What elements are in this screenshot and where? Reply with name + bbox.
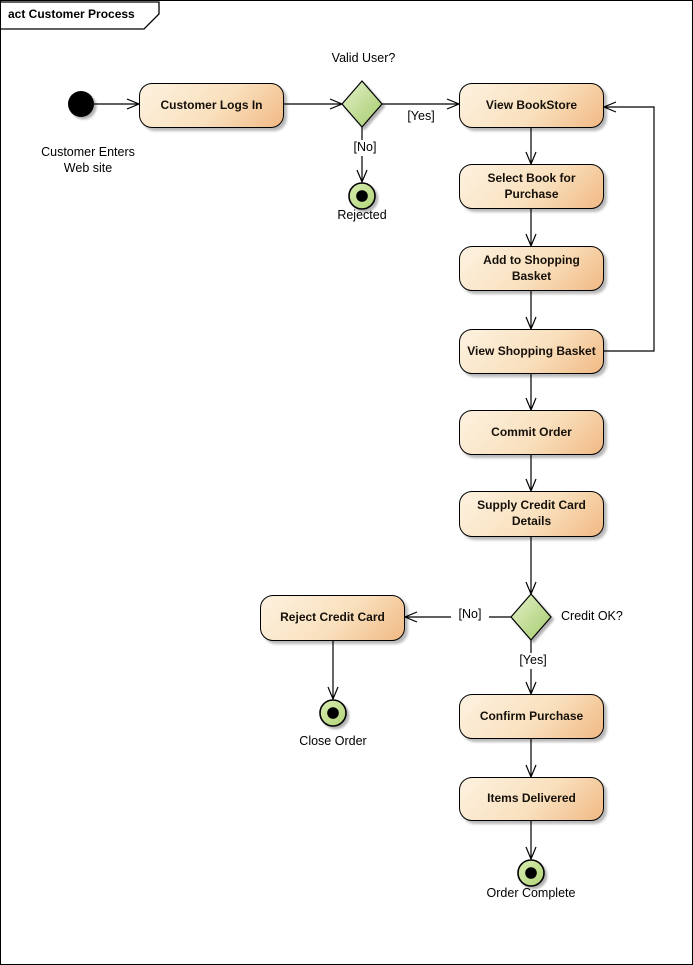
initial-node-label: Customer Enters Web site (41, 145, 135, 175)
final-node-rejected[interactable] (348, 182, 376, 210)
edge-reject-credit-to-close-order[interactable] (327, 641, 339, 701)
edge-items-delivered-to-order-complete[interactable] (525, 821, 537, 861)
edge-customer-logs-in-to-valid-user[interactable] (284, 98, 344, 110)
guard-credit-ok-no: [No] (451, 607, 489, 623)
decision-valid-user[interactable] (341, 80, 383, 128)
edge-add-basket-to-view-basket[interactable] (525, 291, 537, 331)
final-node-close-order[interactable] (319, 699, 347, 727)
edge-initial-to-customer-logs-in[interactable] (94, 98, 141, 110)
edge-supply-credit-to-credit-ok[interactable] (525, 537, 537, 596)
activity-select-book-for-purchase[interactable]: Select Book for Purchase (459, 164, 604, 209)
final-node-close-order-label: Close Order (299, 734, 367, 748)
activity-customer-logs-in[interactable]: Customer Logs In (139, 83, 284, 128)
edge-view-bookstore-to-select-book[interactable] (525, 128, 537, 166)
activity-items-delivered[interactable]: Items Delivered (459, 777, 604, 821)
edge-valid-user-yes-to-view-bookstore[interactable] (382, 98, 461, 110)
activity-add-to-shopping-basket[interactable]: Add to Shopping Basket (459, 246, 604, 291)
edge-select-book-to-add-basket[interactable] (525, 209, 537, 248)
frame-title-tab (1, 1, 160, 30)
activity-reject-credit-card[interactable]: Reject Credit Card (260, 595, 405, 641)
edge-view-basket-loop-to-view-bookstore[interactable] (602, 101, 655, 352)
activity-supply-credit-card-details[interactable]: Supply Credit Card Details (459, 491, 604, 537)
edge-view-basket-to-commit-order[interactable] (525, 374, 537, 412)
activity-confirm-purchase[interactable]: Confirm Purchase (459, 694, 604, 739)
edge-commit-order-to-supply-credit[interactable] (525, 455, 537, 493)
decision-valid-user-label: Valid User? (331, 51, 396, 65)
final-node-rejected-label: Rejected (337, 208, 387, 222)
guard-credit-ok-yes: [Yes] (511, 653, 555, 669)
edge-confirm-purchase-to-items-delivered[interactable] (525, 739, 537, 779)
final-node-order-complete-label: Order Complete (486, 886, 576, 900)
activity-view-bookstore[interactable]: View BookStore (459, 83, 604, 128)
decision-credit-ok-label: Credit OK? (561, 609, 623, 623)
final-node-order-complete[interactable] (517, 859, 545, 887)
decision-credit-ok[interactable] (510, 593, 552, 641)
activity-view-shopping-basket[interactable]: View Shopping Basket (459, 329, 604, 374)
guard-valid-user-yes: [Yes] (407, 109, 435, 123)
activity-commit-order[interactable]: Commit Order (459, 410, 604, 455)
initial-node[interactable] (68, 91, 94, 117)
guard-valid-user-no: [No] (343, 140, 387, 156)
frame-title: act Customer Process (8, 7, 135, 21)
